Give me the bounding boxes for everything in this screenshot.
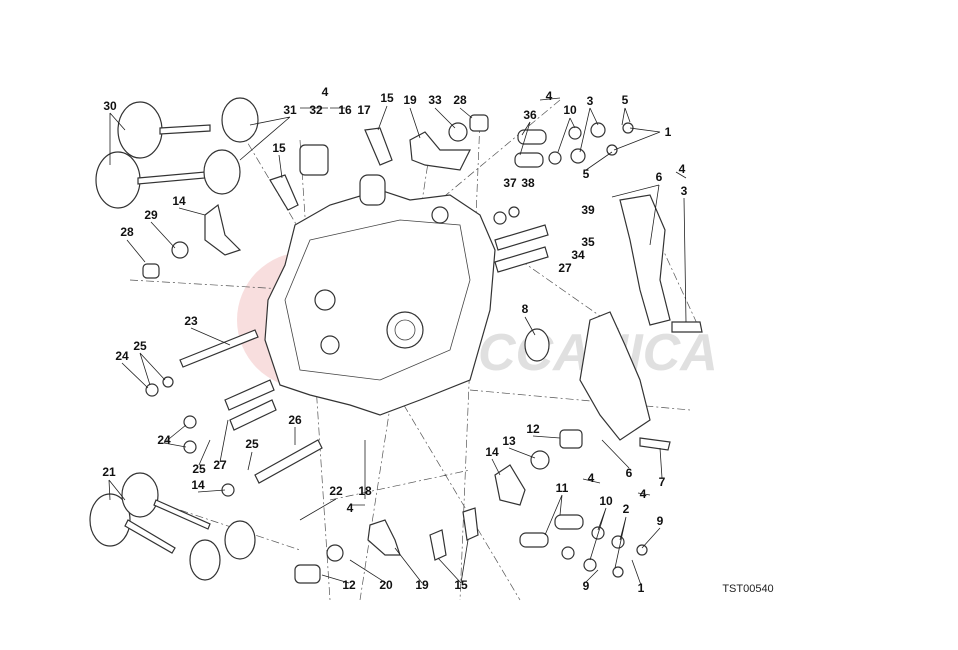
callout-labels: 30 31 4 32 16 17 15 19 33 28 15 14 29 28… (102, 85, 773, 595)
callout-20: 20 (379, 578, 393, 592)
drawing-code: TST00540 (722, 583, 773, 595)
callout-12: 12 (526, 422, 540, 436)
callout-24: 24 (115, 349, 129, 363)
callout-24: 24 (157, 433, 171, 447)
callout-5: 5 (583, 167, 590, 181)
callout-14: 14 (172, 194, 186, 208)
callout-30: 30 (103, 99, 117, 113)
callout-6: 6 (626, 466, 633, 480)
callout-12: 12 (342, 578, 356, 592)
callout-38: 38 (521, 176, 535, 190)
callout-39: 39 (581, 203, 595, 217)
callout-2: 2 (623, 502, 630, 516)
callout-1: 1 (638, 581, 645, 595)
callout-22: 22 (329, 484, 343, 498)
callout-4: 4 (546, 89, 553, 103)
callout-1: 1 (665, 125, 672, 139)
leader-lines (108, 97, 687, 586)
callout-14: 14 (191, 478, 205, 492)
valves (89, 97, 550, 581)
callout-28: 28 (120, 225, 134, 239)
callout-28: 28 (453, 93, 467, 107)
callout-19: 19 (403, 93, 417, 107)
callout-34: 34 (571, 248, 585, 262)
callout-35: 35 (581, 235, 595, 249)
callout-29: 29 (144, 208, 158, 222)
callout-7: 7 (659, 475, 666, 489)
callout-6: 6 (656, 170, 663, 184)
callout-4: 4 (322, 85, 329, 99)
callout-14: 14 (485, 445, 499, 459)
callout-3: 3 (587, 94, 594, 108)
callout-4: 4 (679, 162, 686, 176)
callout-23: 23 (184, 314, 198, 328)
callout-27: 27 (558, 261, 572, 275)
callout-5: 5 (622, 93, 629, 107)
callout-33: 33 (428, 93, 442, 107)
callout-15: 15 (380, 91, 394, 105)
callout-11: 11 (556, 481, 569, 495)
callout-4: 4 (588, 471, 595, 485)
callout-9: 9 (657, 514, 664, 528)
callout-8: 8 (522, 302, 529, 316)
callout-25: 25 (133, 339, 147, 353)
callout-32: 32 (309, 103, 323, 117)
rocker-arms-and-brackets (204, 127, 703, 561)
callout-17: 17 (357, 103, 371, 117)
callout-16: 16 (338, 103, 352, 117)
callout-9: 9 (583, 579, 590, 593)
callout-19: 19 (415, 578, 429, 592)
callout-25: 25 (192, 462, 206, 476)
callout-13: 13 (502, 434, 516, 448)
callout-15: 15 (272, 141, 286, 155)
callout-3: 3 (681, 184, 688, 198)
callout-26: 26 (288, 413, 302, 427)
callout-36: 36 (523, 108, 537, 122)
callout-31: 31 (283, 103, 297, 117)
callout-10: 10 (563, 103, 577, 117)
shafts-and-small-parts (142, 114, 648, 584)
callout-27: 27 (213, 458, 227, 472)
callout-25: 25 (245, 437, 259, 451)
callout-18: 18 (358, 484, 372, 498)
callout-10: 10 (599, 494, 613, 508)
cylinder-head (264, 174, 496, 416)
callout-15: 15 (454, 578, 468, 592)
callout-37: 37 (503, 176, 517, 190)
callout-21: 21 (102, 465, 116, 479)
callout-4: 4 (640, 487, 647, 501)
callout-4: 4 (347, 501, 354, 515)
